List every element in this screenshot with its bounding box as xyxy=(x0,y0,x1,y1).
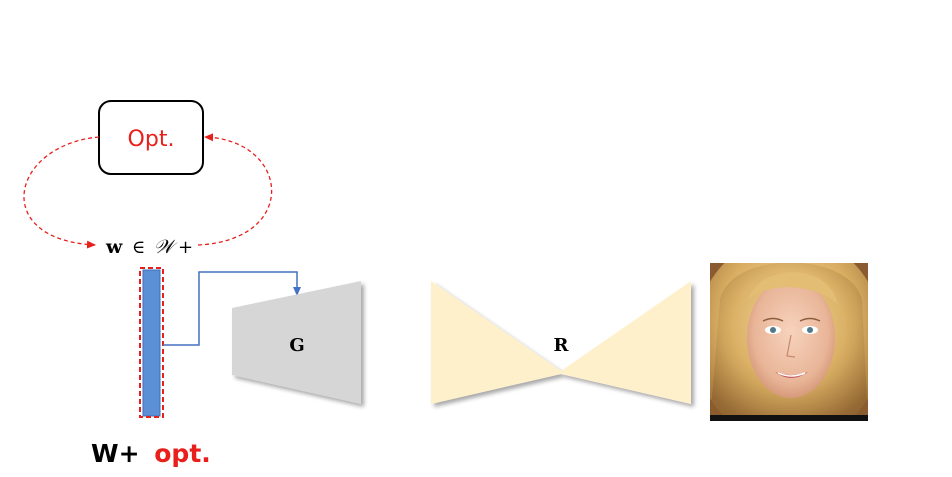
network-r-block: R xyxy=(431,281,691,404)
caption: W+ opt. xyxy=(91,439,211,468)
optimization-loop-left xyxy=(23,136,100,249)
latent-space: 𝒲 xyxy=(154,236,178,258)
latent-to-generator-connector xyxy=(163,271,301,346)
optimizer-box: Opt. xyxy=(98,100,204,175)
generator-block: G xyxy=(232,281,361,404)
caption-prefix: W+ xyxy=(91,439,140,468)
latent-label: w ∈ 𝒲 + xyxy=(105,236,193,258)
face-portrait-icon xyxy=(710,263,868,421)
latent-vector xyxy=(139,267,164,418)
generator-label: G xyxy=(289,335,304,356)
network-r-label: R xyxy=(554,335,570,356)
optimizer-label: Opt. xyxy=(128,127,175,152)
optimization-loop-right xyxy=(197,133,273,246)
caption-highlight: opt. xyxy=(154,439,211,468)
latent-relation: ∈ xyxy=(132,237,145,258)
latent-symbol: w xyxy=(105,236,123,258)
latent-suffix: + xyxy=(178,237,193,258)
